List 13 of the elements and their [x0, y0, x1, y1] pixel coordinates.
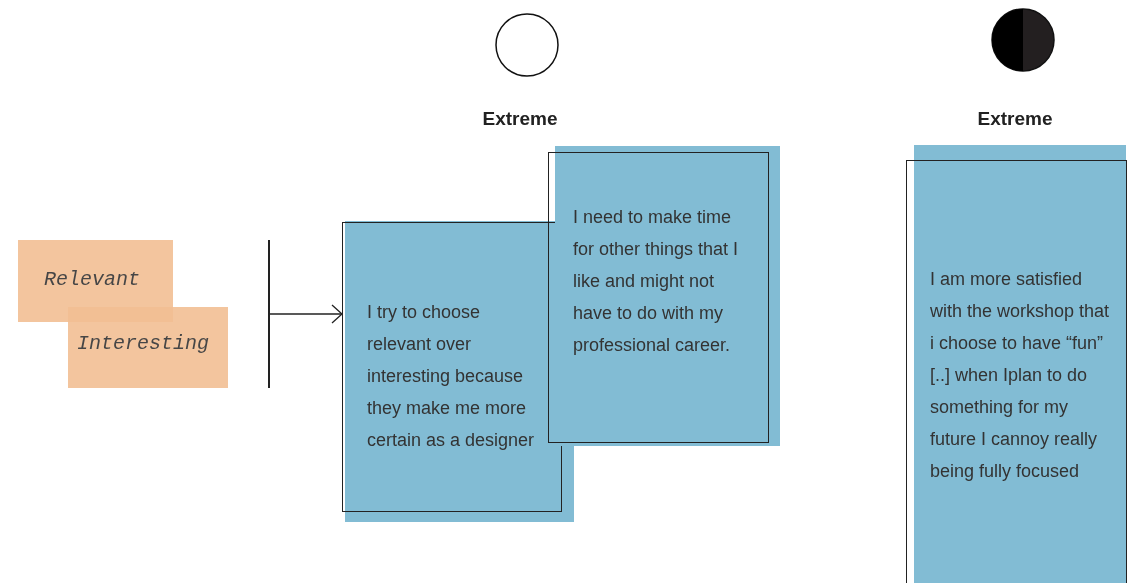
quote-text: I need to make time for other things that I like and might not have to do with my professional career.	[573, 206, 740, 357]
quote-card	[906, 145, 1127, 583]
quote-card	[548, 146, 780, 446]
arrow	[269, 304, 343, 324]
note-text: Interesting	[77, 332, 210, 355]
quote-text: I try to choose relevant over interesting because they make me more certain as a designer	[367, 301, 536, 452]
bracket-line	[268, 240, 270, 388]
sticky-note	[68, 307, 228, 388]
quote-card	[342, 221, 574, 522]
heading-label: Extreme	[977, 108, 1053, 130]
note-text: Relevant	[44, 268, 140, 291]
heading-label: Extreme	[482, 108, 558, 130]
quote-text: I am more satisfied with the workshop that i choose to have “fun” [..] when Iplan to do something for my future I cannoy really being fully focused	[930, 268, 1111, 483]
